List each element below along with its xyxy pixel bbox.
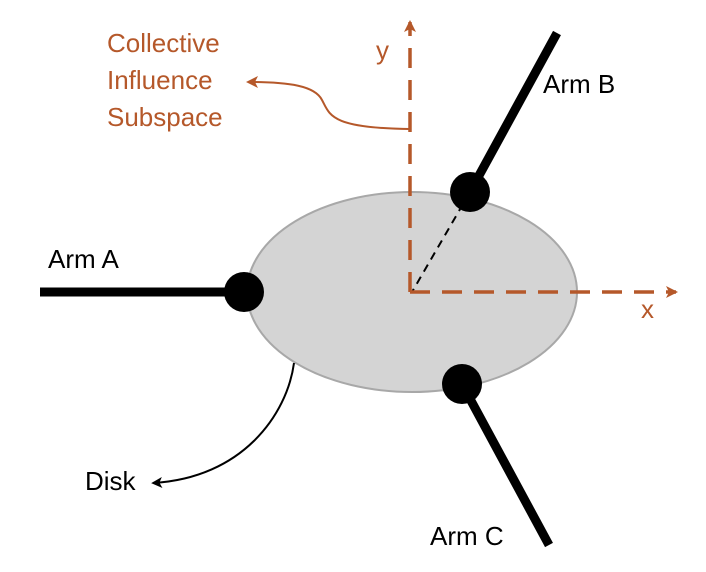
arm-b-joint [450,172,490,212]
disk-pointer-curve [151,362,295,488]
subspace-label-line-1: Collective [107,28,220,58]
arm-b-label: Arm B [543,69,615,99]
arm-c-rod [458,381,553,548]
subspace-label-line-2: Influence [107,65,213,95]
arm-b-rod [466,30,561,195]
subspace-label-line-3: Subspace [107,102,223,132]
x-axis-label: x [641,294,654,324]
y-axis-label: y [376,35,389,65]
arm-c-label: Arm C [430,521,504,551]
arm-a-joint [224,272,264,312]
subspace-pointer-curve [246,76,411,130]
disk-label: Disk [85,466,137,496]
arm-c-joint [442,364,482,404]
arm-a-label: Arm A [48,244,119,274]
